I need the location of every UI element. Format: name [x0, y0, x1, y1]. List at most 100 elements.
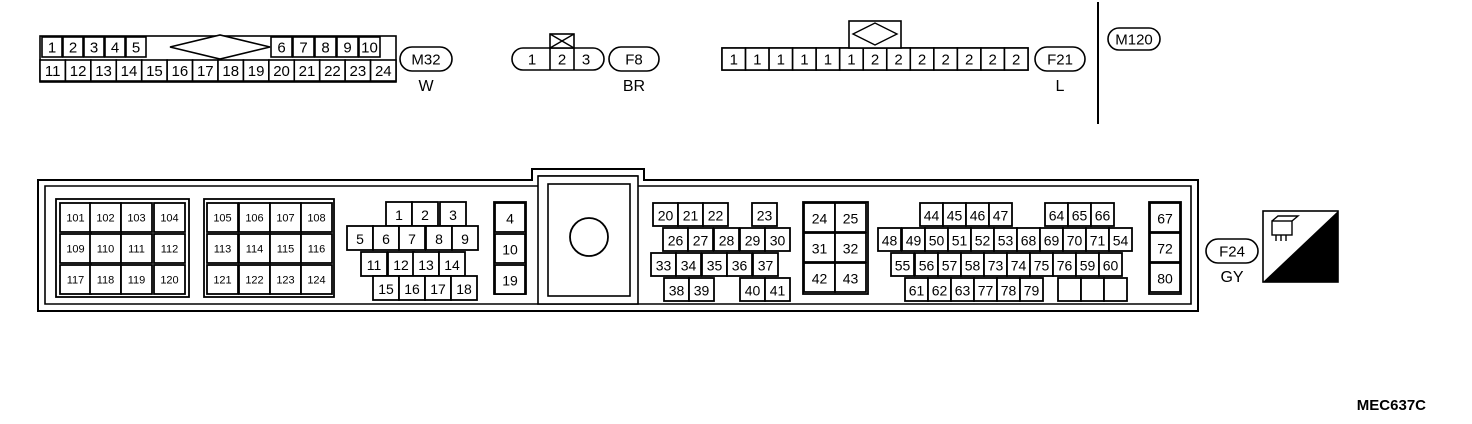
m32-pin-2: 2	[62, 36, 84, 58]
m32-pin-15: 15	[140, 59, 168, 82]
ecm-pin-42: 42	[803, 262, 836, 293]
m32-label-text: M32	[411, 52, 440, 69]
ecm-pin-9-label: 9	[461, 231, 469, 247]
ecm-pin-64-label: 64	[1049, 208, 1065, 224]
ecm-pin-78-label: 78	[1001, 283, 1017, 299]
m32-pin-18-label: 18	[222, 63, 239, 80]
ecm-pin-16-label: 16	[404, 281, 420, 297]
ecm-pin-21: 21	[677, 202, 704, 227]
ecm-pin-42-label: 42	[812, 271, 828, 287]
m32-pin-8: 8	[314, 36, 337, 58]
m32-pin-19: 19	[242, 59, 270, 82]
ecm-pin-undefined	[1103, 277, 1128, 302]
m32-pin-13-label: 13	[95, 63, 112, 80]
m32-pin-7-label: 7	[299, 40, 307, 57]
m32-pin-13: 13	[90, 59, 118, 82]
m32-pin-6-label: 6	[277, 40, 285, 57]
ecm-pin-50-label: 50	[929, 233, 945, 249]
ecm-pin-45-label: 45	[947, 208, 963, 224]
ecm-pin-58-label: 58	[965, 258, 981, 274]
ecm-pin-114: 114	[238, 233, 271, 264]
ecm-pin-68-label: 68	[1021, 233, 1037, 249]
ecm-pin-27-label: 27	[693, 233, 709, 249]
m32-pin-14-label: 14	[121, 63, 138, 80]
ecm-pin-50: 50	[924, 227, 949, 252]
ecm-pin-121-label: 121	[213, 275, 231, 287]
ecm-pin-28: 28	[713, 227, 740, 252]
f8-label-text: F8	[625, 52, 643, 69]
ecm-pin-114-label: 114	[246, 244, 264, 256]
ecm-pin-71-label: 71	[1090, 233, 1106, 249]
ecm-pin-75: 75	[1029, 252, 1054, 277]
ecm-pin-43-label: 43	[843, 271, 859, 287]
ecm-pin-108-label: 108	[307, 213, 325, 225]
ecm-pin-48: 48	[877, 227, 902, 252]
f8-pin-3: 3	[573, 48, 590, 70]
ecm-pin-61: 61	[904, 277, 929, 302]
ecm-pin-61-label: 61	[909, 283, 925, 299]
ecm-pin-6-label: 6	[382, 231, 390, 247]
ecm-pin-122-label: 122	[245, 275, 263, 287]
m32-pin-10-label: 10	[361, 40, 378, 57]
f8-label: F8	[608, 46, 660, 72]
ecm-pin-79: 79	[1019, 277, 1044, 302]
f21-pin-3: 1	[768, 47, 794, 71]
f21-pin-6: 1	[838, 47, 865, 71]
ecm-pin-1: 1	[385, 201, 413, 227]
svg-text:2: 2	[558, 52, 566, 69]
m32-pin-8-label: 8	[321, 40, 329, 57]
ecm-pin-25-label: 25	[843, 211, 859, 227]
f8-pin-1: 1	[528, 52, 536, 69]
ecm-pin-52-label: 52	[975, 233, 991, 249]
ecm-pin-23-label: 23	[757, 208, 773, 224]
ecm-pin-72: 72	[1149, 232, 1181, 263]
f21-color: L	[1056, 78, 1065, 95]
m32-pin-11-label: 11	[45, 63, 61, 80]
ecm-pin-73: 73	[983, 252, 1008, 277]
ecm-pin-77: 77	[973, 277, 998, 302]
ecm-pin-49-label: 49	[906, 233, 922, 249]
ecm-pin-104-label: 104	[160, 213, 178, 225]
ecm-pin-4: 4	[494, 202, 526, 233]
ecm-pin-5: 5	[346, 225, 374, 251]
m32-pin-14: 14	[115, 59, 143, 82]
m32-key	[169, 34, 271, 60]
ecm-pin-109-label: 109	[66, 244, 84, 256]
ecm-pin-27: 27	[687, 227, 714, 252]
f8-pin-2: 2	[549, 48, 566, 70]
f21-pin-11: 2	[956, 47, 982, 71]
ecm-pin-13-label: 13	[418, 257, 434, 273]
ecm-pin-32: 32	[834, 232, 867, 263]
m32-pin-3: 3	[83, 36, 105, 58]
ecm-pin-73-label: 73	[988, 258, 1004, 274]
ecm-pin-2: 2	[411, 201, 439, 227]
ecm-pin-2-label: 2	[421, 207, 429, 223]
ecm-pin-22: 22	[702, 202, 729, 227]
ecm-pin-33-label: 33	[656, 258, 672, 274]
ecm-pin-38: 38	[663, 277, 690, 302]
ecm-pin-105-label: 105	[213, 213, 231, 225]
f24-color: GY	[1220, 269, 1243, 286]
ecm-pin-110: 110	[89, 233, 122, 264]
m32-pin-22-label: 22	[324, 63, 341, 80]
ecm-pin-8-label: 8	[435, 231, 443, 247]
m32-pin-11: 11	[39, 59, 67, 82]
ecm-housing	[37, 168, 1199, 312]
m32-pin-12: 12	[64, 59, 92, 82]
m32-pin-3-label: 3	[90, 40, 98, 57]
ecm-pin-3-label: 3	[449, 207, 457, 223]
f24-label: F24	[1205, 238, 1259, 264]
ecm-pin-56-label: 56	[919, 258, 935, 274]
ecm-pin-59-label: 59	[1080, 258, 1096, 274]
ecm-pin-76: 76	[1052, 252, 1077, 277]
f8-latch-cross	[549, 33, 575, 49]
ecm-pin-36-label: 36	[732, 258, 748, 274]
f21-pin-9-label: 2	[918, 52, 926, 69]
ecm-pin-33: 33	[650, 252, 677, 277]
m32-pin-4: 4	[104, 36, 126, 58]
ecm-pin-46-label: 46	[970, 208, 986, 224]
ecm-pin-116: 116	[300, 233, 333, 264]
m32-pin-2-label: 2	[69, 40, 77, 57]
ecm-pin-57: 57	[937, 252, 962, 277]
ecm-pin-24-label: 24	[812, 211, 828, 227]
